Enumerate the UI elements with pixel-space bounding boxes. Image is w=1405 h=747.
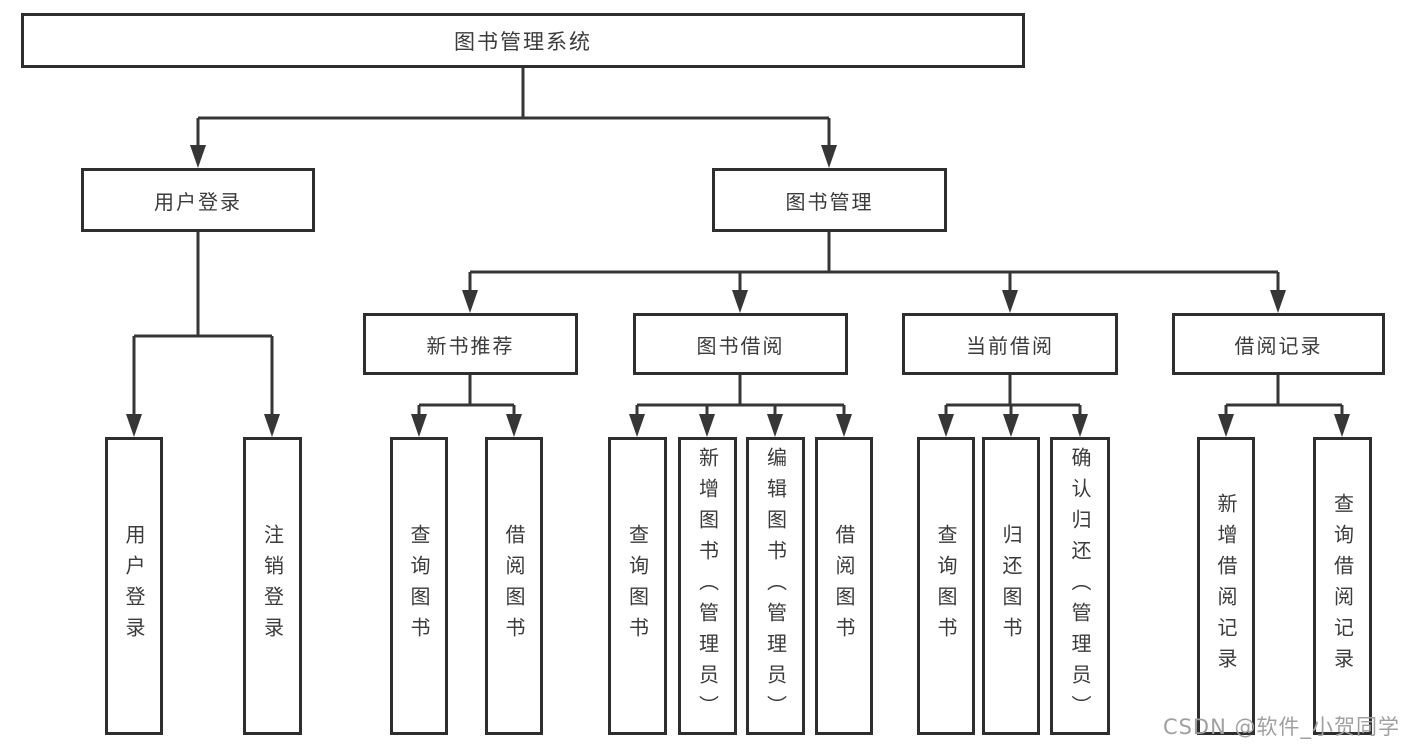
arrowhead-icon (126, 414, 142, 437)
arrowhead-icon (264, 414, 280, 437)
arrowhead-icon (462, 290, 478, 313)
arrowhead-icon (1270, 290, 1286, 313)
leaf-edit-book-admin: 编辑图书（管理员） (746, 437, 805, 735)
arrowhead-icon (1334, 414, 1350, 437)
leaf-borrow-book: 借阅图书 (815, 437, 873, 735)
leaf-query-book-current: 查询图书 (917, 437, 975, 735)
leaf-query-borrow-record: 查询借阅记录 (1313, 437, 1372, 735)
node-new-book-recommend: 新书推荐 (363, 313, 578, 375)
leaf-query-book-borrowing: 查询图书 (608, 437, 667, 735)
leaf-query-book-recommend: 查询图书 (390, 437, 448, 735)
node-book-borrowing: 图书借阅 (633, 313, 848, 375)
node-user-login: 用户登录 (81, 168, 315, 232)
leaf-confirm-return-admin: 确认归还（管理员） (1050, 437, 1110, 735)
leaf-add-borrow-record: 新增借阅记录 (1197, 437, 1255, 735)
node-current-borrowing: 当前借阅 (902, 313, 1118, 375)
arrowhead-icon (1003, 414, 1019, 437)
arrowhead-icon (411, 414, 427, 437)
arrowhead-icon (767, 414, 783, 437)
leaf-user-login: 用户登录 (105, 437, 163, 735)
node-book-management: 图书管理 (712, 168, 947, 232)
node-root: 图书管理系统 (21, 13, 1025, 68)
arrowhead-icon (506, 414, 522, 437)
node-borrowing-records: 借阅记录 (1172, 313, 1385, 375)
arrowhead-icon (821, 145, 837, 168)
leaf-return-book: 归还图书 (982, 437, 1040, 735)
arrowhead-icon (1072, 414, 1088, 437)
leaf-borrow-book-recommend: 借阅图书 (485, 437, 543, 735)
connector-path (132, 68, 1344, 420)
arrowhead-icon (699, 414, 715, 437)
arrowhead-icon (732, 290, 748, 313)
arrowhead-icon (1002, 290, 1018, 313)
csdn-watermark: CSDN @软件_小贺同学 (1162, 715, 1400, 739)
arrowhead-icon (938, 414, 954, 437)
arrowhead-icon (1218, 414, 1234, 437)
arrowhead-icon (190, 145, 206, 168)
arrowhead-icon (836, 414, 852, 437)
leaf-add-book-admin: 新增图书（管理员） (678, 437, 737, 735)
arrowhead-icon (629, 414, 645, 437)
leaf-logout: 注销登录 (243, 437, 302, 735)
